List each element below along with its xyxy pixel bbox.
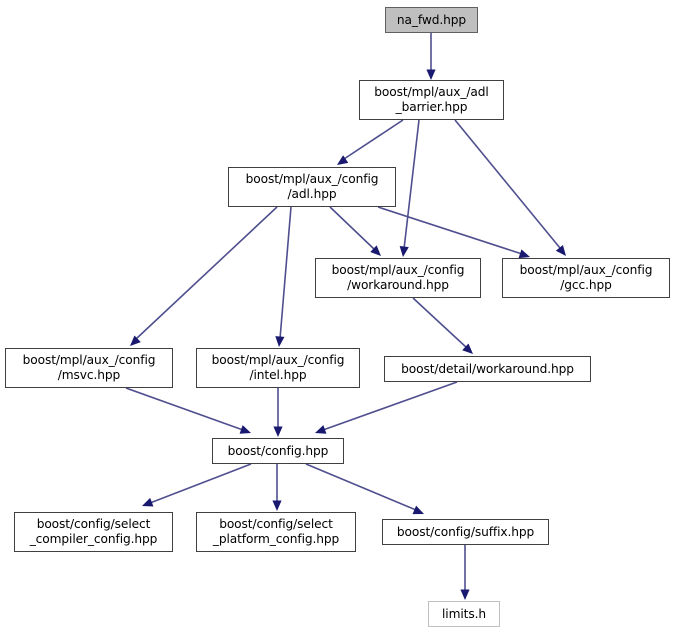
- node-config_intel[interactable]: boost/mpl/aux_/config /intel.hpp: [196, 348, 360, 388]
- edge-na_fwd-to-adl_barrier: [426, 33, 436, 80]
- node-label: boost/config/select _compiler_config.hpp: [29, 517, 158, 546]
- edge-config_adl-to-config_intel: [275, 206, 292, 347]
- node-config_adl[interactable]: boost/mpl/aux_/config /adl.hpp: [228, 167, 396, 207]
- node-label: boost/mpl/aux_/adl _barrier.hpp: [374, 85, 489, 114]
- edge-adl_barrier-to-config_workaround: [399, 119, 420, 257]
- node-label: boost/mpl/aux_/config /gcc.hpp: [519, 263, 653, 292]
- node-label: boost/config/suffix.hpp: [396, 524, 535, 539]
- node-na_fwd[interactable]: na_fwd.hpp: [385, 7, 478, 33]
- node-config_msvc[interactable]: boost/mpl/aux_/config /msvc.hpp: [5, 348, 173, 388]
- edge-boost_config-to-select_platform: [272, 464, 282, 511]
- node-label: boost/detail/workaround.hpp: [401, 361, 574, 376]
- edge-config_suffix-to-limits_h: [460, 545, 470, 600]
- edge-config_adl-to-config_msvc: [130, 206, 278, 346]
- node-label: boost/mpl/aux_/config /msvc.hpp: [22, 353, 156, 382]
- edge-boost_config-to-select_compiler: [142, 463, 252, 507]
- edge-adl_barrier-to-config_adl: [337, 119, 404, 165]
- edge-detail_workaround-to-boost_config: [315, 381, 458, 434]
- edge-adl_barrier-to-config_gcc: [454, 119, 566, 256]
- edge-boost_config-to-config_suffix: [305, 463, 424, 515]
- node-label: boost/config/select _platform_config.hpp: [212, 517, 340, 546]
- node-config_suffix[interactable]: boost/config/suffix.hpp: [382, 519, 549, 545]
- node-select_platform[interactable]: boost/config/select _platform_config.hpp: [196, 512, 356, 552]
- edge-config_workaround-to-detail_workaround: [412, 297, 473, 354]
- node-boost_config[interactable]: boost/config.hpp: [212, 438, 344, 464]
- node-label: boost/config.hpp: [227, 443, 329, 458]
- edge-config_intel-to-boost_config: [273, 388, 283, 437]
- edge-config_msvc-to-boost_config: [125, 387, 251, 434]
- node-detail_workaround[interactable]: boost/detail/workaround.hpp: [384, 356, 591, 382]
- edge-config_adl-to-config_workaround: [329, 206, 381, 256]
- node-config_gcc[interactable]: boost/mpl/aux_/config /gcc.hpp: [502, 258, 670, 298]
- node-label: boost/mpl/aux_/config /adl.hpp: [245, 172, 379, 201]
- node-label: na_fwd.hpp: [396, 12, 467, 27]
- node-label: boost/mpl/aux_/config /workaround.hpp: [331, 263, 465, 292]
- node-limits_h[interactable]: limits.h: [428, 601, 500, 627]
- node-config_workaround[interactable]: boost/mpl/aux_/config /workaround.hpp: [315, 258, 481, 298]
- node-select_compiler[interactable]: boost/config/select _compiler_config.hpp: [14, 512, 173, 552]
- node-adl_barrier[interactable]: boost/mpl/aux_/adl _barrier.hpp: [359, 80, 504, 120]
- node-label: limits.h: [442, 606, 486, 621]
- node-label: boost/mpl/aux_/config /intel.hpp: [211, 353, 345, 382]
- edge-config_adl-to-config_gcc: [377, 206, 530, 259]
